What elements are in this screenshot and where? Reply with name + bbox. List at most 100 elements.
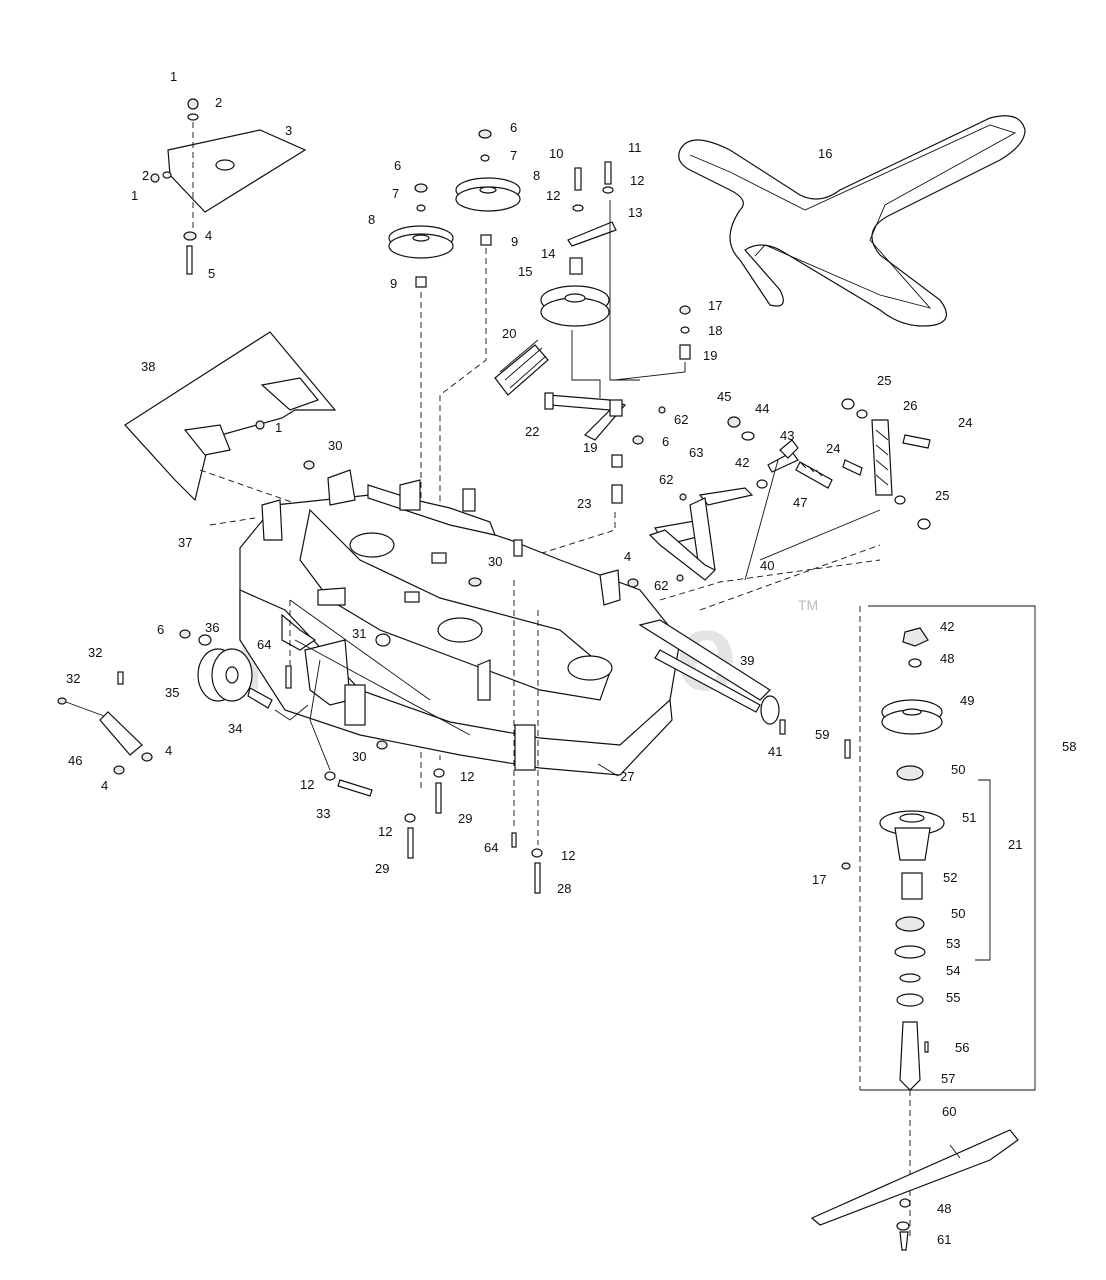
callout-4-a: 4	[205, 228, 212, 243]
callout-31: 31	[352, 626, 366, 641]
callout-2-b: 2	[142, 168, 149, 183]
callout-12-e: 12	[460, 769, 474, 784]
callout-19-a: 19	[703, 348, 717, 363]
callout-63: 63	[689, 445, 703, 460]
washer-2-top	[187, 113, 199, 121]
callout-55: 55	[946, 990, 960, 1005]
callout-27: 27	[620, 769, 634, 784]
callout-40: 40	[760, 558, 774, 573]
washer-2-left	[162, 171, 172, 179]
callout-37: 37	[178, 535, 192, 550]
callout-8-a: 8	[368, 212, 375, 227]
nut-30-b	[468, 577, 482, 587]
callout-53: 53	[946, 936, 960, 951]
tension-hardware-42-47	[727, 416, 833, 489]
discharge-chute-38	[124, 331, 337, 506]
belt-16	[678, 115, 1026, 327]
spindle-assembly-58	[841, 605, 1036, 1240]
lower-bolts	[289, 580, 543, 894]
callout-28: 28	[557, 881, 571, 896]
callout-64-a: 64	[257, 637, 271, 652]
callout-16: 16	[818, 146, 832, 161]
callout-42-b: 42	[940, 619, 954, 634]
callout-51: 51	[962, 810, 976, 825]
gauge-wheel-35	[179, 629, 309, 721]
callout-1-a: 1	[170, 69, 177, 84]
callout-22: 22	[525, 424, 539, 439]
callout-18: 18	[708, 323, 722, 338]
callout-58: 58	[1062, 739, 1076, 754]
callout-60: 60	[942, 1104, 956, 1119]
callout-50-a: 50	[951, 762, 965, 777]
callout-9-b: 9	[511, 234, 518, 249]
callout-25-b: 25	[935, 488, 949, 503]
callout-5: 5	[208, 266, 215, 281]
callout-6-a: 6	[394, 158, 401, 173]
callout-35: 35	[165, 685, 179, 700]
callout-14: 14	[541, 246, 555, 261]
callout-12-d: 12	[378, 824, 392, 839]
callout-59: 59	[815, 727, 829, 742]
chain-26-assembly	[744, 398, 931, 581]
callout-21: 21	[1008, 837, 1022, 852]
cap-31	[375, 633, 391, 647]
callout-56: 56	[955, 1040, 969, 1055]
callout-25-a: 25	[877, 373, 891, 388]
nut-1-left	[150, 173, 160, 183]
callout-12-f: 12	[561, 848, 575, 863]
callout-7-a: 7	[392, 186, 399, 201]
callout-2-a: 2	[215, 95, 222, 110]
nut-4-shield	[183, 231, 197, 241]
idler-assembly	[540, 161, 640, 398]
callout-6-c: 6	[662, 434, 669, 449]
blade-60	[810, 1129, 1019, 1251]
callout-4-c: 4	[165, 743, 172, 758]
callout-43: 43	[780, 428, 794, 443]
callout-61: 61	[937, 1232, 951, 1247]
nut-30-a	[303, 460, 315, 470]
watermark-trademark: TM	[798, 597, 818, 613]
callout-42-a: 42	[735, 455, 749, 470]
callout-36: 36	[205, 620, 219, 635]
callout-30-a: 30	[328, 438, 342, 453]
callout-44: 44	[755, 401, 769, 416]
callout-47: 47	[793, 495, 807, 510]
callout-7-b: 7	[510, 148, 517, 163]
pulley-left-assembly	[388, 183, 454, 790]
callout-3: 3	[285, 123, 292, 138]
callout-62-b: 62	[659, 472, 673, 487]
nut-1-top	[187, 98, 199, 110]
rod-39-assembly	[638, 619, 786, 735]
callout-32-a: 32	[88, 645, 102, 660]
callout-48-a: 48	[940, 651, 954, 666]
callout-64-b: 64	[484, 840, 498, 855]
spring-and-idler-arm	[494, 339, 666, 561]
callout-12-c: 12	[300, 777, 314, 792]
callout-41: 41	[768, 744, 782, 759]
callout-33: 33	[316, 806, 330, 821]
callout-38: 38	[141, 359, 155, 374]
callout-1-c: 1	[275, 420, 282, 435]
lift-bracket-40	[648, 487, 881, 611]
bolt-5	[186, 245, 193, 275]
callout-10: 10	[549, 146, 563, 161]
callout-54: 54	[946, 963, 960, 978]
callout-20: 20	[502, 326, 516, 341]
callout-46: 46	[68, 753, 82, 768]
callout-39: 39	[740, 653, 754, 668]
callout-57: 57	[941, 1071, 955, 1086]
deck-housing-27	[209, 469, 681, 776]
callout-1-b: 1	[131, 188, 138, 203]
callout-23: 23	[577, 496, 591, 511]
callout-62-a: 62	[674, 412, 688, 427]
callout-19-b: 19	[583, 440, 597, 455]
callout-15: 15	[518, 264, 532, 279]
callout-29-a: 29	[375, 861, 389, 876]
callout-17-a: 17	[708, 298, 722, 313]
wheel-bracket-46	[57, 671, 153, 775]
callout-24-a: 24	[826, 441, 840, 456]
callout-8-b: 8	[533, 168, 540, 183]
callout-6-b: 6	[510, 120, 517, 135]
